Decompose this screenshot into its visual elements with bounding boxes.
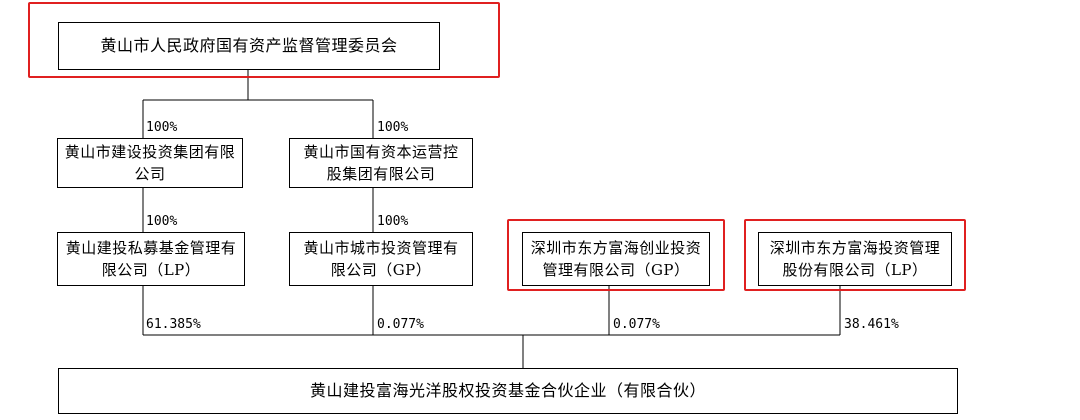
highlight-frame-sz-invest (744, 219, 966, 291)
node-sz-venture-mgr: 深圳市东方富海创业投资管理有限公司（GP） (522, 232, 710, 286)
node-state-capital: 黄山市国有资本运营控股集团有限公司 (289, 138, 473, 188)
node-sasac: 黄山市人民政府国有资产监督管理委员会 (58, 22, 440, 70)
node-construction-group: 黄山市建设投资集团有限公司 (57, 138, 243, 188)
pct-construction-to-private: 100% (146, 214, 178, 229)
pct-sasac-to-construction: 100% (146, 120, 178, 135)
pct-invest-to-fund: 38.461% (844, 317, 899, 332)
pct-venture-to-fund: 0.077% (613, 317, 660, 332)
node-private-fund-mgr: 黄山建投私募基金管理有限公司（LP） (57, 232, 245, 286)
pct-sasac-to-state-capital: 100% (377, 120, 409, 135)
highlight-frame-sasac (28, 2, 500, 78)
pct-private-to-fund: 61.385% (146, 317, 201, 332)
pct-city-to-fund: 0.077% (377, 317, 424, 332)
pct-state-to-city: 100% (377, 214, 409, 229)
node-sz-invest-mgr: 深圳市东方富海投资管理股份有限公司（LP） (758, 232, 952, 286)
highlight-frame-sz-venture (507, 219, 725, 291)
node-fund: 黄山建投富海光洋股权投资基金合伙企业（有限合伙） (58, 368, 958, 414)
node-city-invest-mgr: 黄山市城市投资管理有限公司（GP） (289, 232, 473, 286)
